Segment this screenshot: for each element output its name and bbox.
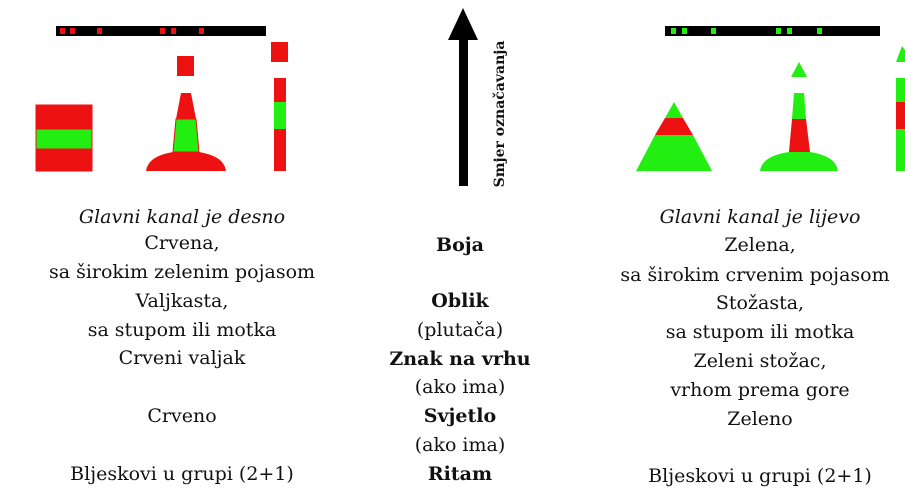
center-rhythm-label: Ritam (427, 463, 493, 485)
center-topmark-label: Znak na vrhu (389, 348, 531, 370)
green-pillar-buoy (760, 62, 838, 171)
direction-arrow (448, 8, 478, 186)
right-shape-detail: sa stupom ili motka (665, 321, 855, 343)
right-rhythm: Bljeskovi u grupi (2+1) (648, 465, 872, 487)
center-shape-label: Oblik (431, 290, 489, 312)
marking-direction-label: Smjer označavanja (492, 40, 508, 188)
center-colour-label: Boja (436, 234, 484, 256)
left-topmark: Crveni valjak (118, 347, 246, 369)
right-light: Zeleno (727, 408, 793, 430)
right-topmark: Zeleni stožac, (693, 350, 827, 372)
center-shape-note: (plutača) (416, 319, 504, 341)
left-shape: Valjkasta, (135, 290, 229, 312)
center-light-note: (ako ima) (414, 434, 506, 456)
right-light-rhythm-bar (665, 26, 880, 36)
left-colour: Crvena, (144, 232, 220, 254)
center-topmark-note: (ako ima) (414, 376, 506, 398)
right-colour: Zelena, (724, 234, 796, 256)
left-heading: Glavni kanal je desno (78, 206, 286, 228)
left-colour-detail: sa širokim zelenim pojasom (48, 261, 316, 283)
center-light-label: Svjetlo (423, 405, 497, 427)
red-can-buoy (35, 104, 93, 172)
left-shape-detail: sa stupom ili motka (87, 319, 277, 341)
red-spar-buoy (271, 42, 288, 171)
right-heading: Glavni kanal je lijevo (659, 206, 861, 228)
red-pillar-buoy (146, 56, 226, 171)
green-cone-buoy (636, 102, 712, 171)
left-light-rhythm-bar (56, 26, 266, 36)
right-colour-detail: sa širokim crvenim pojasom (620, 264, 890, 286)
right-topmark-detail: vrhom prema gore (670, 379, 850, 401)
green-spar-buoy (896, 46, 905, 171)
left-light: Crveno (147, 405, 217, 427)
right-shape: Stožasta, (715, 292, 805, 314)
left-rhythm: Bljeskovi u grupi (2+1) (70, 463, 294, 485)
